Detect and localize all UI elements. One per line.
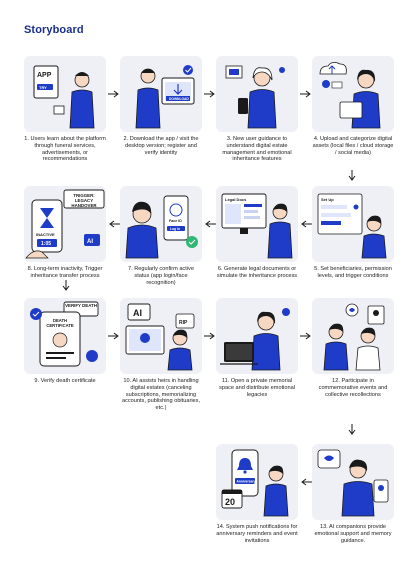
- step-3-panel: 3. New user guidance to understand digit…: [216, 56, 298, 163]
- step-4-panel: 4. Upload and categorize digital assets …: [312, 56, 394, 156]
- step-1-caption: 1. Users learn about the platform throug…: [24, 136, 106, 163]
- step-10-badge-rip: RIP: [179, 320, 188, 326]
- step-7-badge-login: Log In: [170, 227, 180, 231]
- arrow-3-4: [300, 90, 312, 98]
- arrow-6-7: [204, 220, 216, 228]
- step-10-caption: 10. AI assists heirs in handling digital…: [121, 378, 201, 412]
- step-12-caption: 12. Participate in commemorative events …: [318, 378, 388, 398]
- arrow-10-11: [204, 332, 216, 340]
- step-7-panel: Face ID Log In 7. Regularly confirm acti…: [120, 186, 202, 286]
- step-1-badge-try: TRY: [39, 85, 47, 90]
- step-12-illustration: [312, 298, 394, 374]
- arrow-7-8: [108, 220, 120, 228]
- step-14-caption: 14. System push notifications for annive…: [216, 524, 298, 544]
- page-title: Storyboard: [24, 24, 84, 36]
- step-14-badge-anniversary: Anniversary: [237, 480, 256, 484]
- step-9-badge-verify: VERIFY DEATH: [65, 303, 97, 308]
- step-13-panel: 13. AI companions provide emotional supp…: [312, 444, 394, 544]
- step-14-panel: Anniversary 20 14. System push notificat…: [216, 444, 298, 544]
- step-6-caption: 6. Generate legal documents or simulate …: [216, 266, 298, 279]
- arrow-4-5: [348, 170, 356, 182]
- step-7-caption: 7. Regularly confirm active status (app …: [128, 266, 194, 286]
- step-10-illustration: AI RIP: [120, 298, 202, 374]
- step-13-illustration: [312, 444, 394, 520]
- arrow-5-6: [300, 220, 312, 228]
- step-3-caption: 3. New user guidance to understand digit…: [222, 136, 292, 163]
- arrow-9-10: [108, 332, 120, 340]
- step-8-badge-trigger: TRIGGER: LEGACY HANDOVER: [71, 193, 97, 207]
- step-9-badge-certificate: DEATH CERTIFICATE: [46, 318, 74, 328]
- step-8-badge-inactive: INACTIVE: [36, 232, 55, 237]
- step-4-illustration: [312, 56, 394, 132]
- step-12-panel: 12. Participate in commemorative events …: [312, 298, 394, 398]
- step-8-panel: TRIGGER: LEGACY HANDOVER INACTIVE 1:05 A…: [24, 186, 106, 280]
- step-8-illustration: TRIGGER: LEGACY HANDOVER INACTIVE 1:05 A…: [24, 186, 106, 262]
- arrow-11-12: [300, 332, 312, 340]
- step-6-panel: Legal Docs 6. Generate legal documents o…: [216, 186, 298, 280]
- step-3-illustration: [216, 56, 298, 132]
- step-8-badge-ai: AI: [87, 239, 93, 245]
- step-14-illustration: Anniversary 20: [216, 444, 298, 520]
- step-9-panel: VERIFY DEATH DEATH CERTIFICATE 9. Verify…: [24, 298, 106, 385]
- step-6-illustration: Legal Docs: [216, 186, 298, 262]
- step-11-illustration: [216, 298, 298, 374]
- arrow-1-2: [108, 90, 120, 98]
- step-1-panel: APP TRY 1. Users learn about the platfor…: [24, 56, 106, 163]
- step-5-illustration: Set Up: [312, 186, 394, 262]
- step-7-illustration: Face ID Log In: [120, 186, 202, 262]
- arrow-12-13: [348, 424, 356, 436]
- step-13-caption: 13. AI companions provide emotional supp…: [314, 524, 392, 544]
- step-9-caption: 9. Verify death certificate: [34, 378, 96, 384]
- step-4-caption: 4. Upload and categorize digital assets …: [312, 136, 394, 156]
- step-9-illustration: VERIFY DEATH DEATH CERTIFICATE: [24, 298, 106, 374]
- step-2-illustration: DOWNLOAD: [120, 56, 202, 132]
- step-11-panel: 11. Open a private memorial space and di…: [216, 298, 298, 398]
- step-1-badge-app: APP: [37, 72, 52, 79]
- step-7-badge-faceid: Face ID: [169, 219, 182, 223]
- step-5-caption: 5. Set beneficiaries, permission levels,…: [314, 266, 392, 279]
- arrow-13-14: [300, 478, 312, 486]
- step-5-badge-setup: Set Up: [321, 197, 334, 202]
- step-10-badge-ai: AI: [133, 308, 142, 318]
- step-8-caption: 8. Long-term inactivity, Trigger inherit…: [27, 266, 103, 279]
- step-6-badge-legaldocs: Legal Docs: [225, 197, 247, 202]
- step-10-panel: AI RIP 10. AI assists heirs in handling …: [120, 298, 202, 412]
- step-5-panel: Set Up 5. Set beneficiaries, permission …: [312, 186, 394, 280]
- step-2-badge-download: DOWNLOAD: [169, 97, 189, 101]
- step-2-caption: 2. Download the app / visit the desktop …: [123, 136, 199, 156]
- step-2-panel: DOWNLOAD 2. Download the app / visit the…: [120, 56, 202, 156]
- step-8-badge-time: 1:05: [41, 241, 51, 247]
- step-11-caption: 11. Open a private memorial space and di…: [219, 378, 295, 398]
- arrow-8-9: [62, 280, 70, 292]
- step-1-illustration: APP TRY: [24, 56, 106, 132]
- arrow-2-3: [204, 90, 216, 98]
- step-14-badge-date: 20: [225, 497, 235, 507]
